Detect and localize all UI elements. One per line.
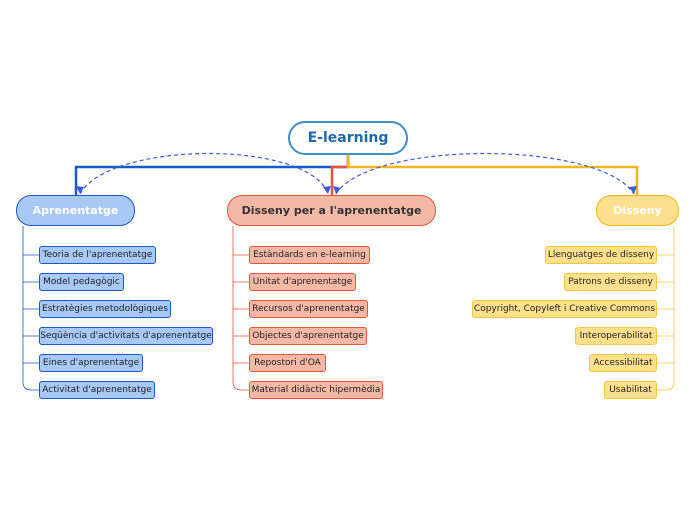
leaf-topic[interactable]: Repostori d'OA — [249, 354, 326, 372]
leaf-topic[interactable]: Seqüència d'activitats d'aprenentatge — [39, 327, 213, 345]
branch-aprenentatge[interactable]: Aprenentatge — [16, 195, 135, 226]
leaf-topic[interactable]: Eines d'aprenentatge — [39, 354, 143, 372]
leaf-topic[interactable]: Recursos d'aprenentatge — [249, 300, 368, 318]
leaf-topic[interactable]: Estratègies metodològiques — [39, 300, 171, 318]
central-topic[interactable]: E-learning — [288, 121, 408, 155]
leaf-topic[interactable]: Usabilitat — [604, 381, 657, 399]
branch-disseny-aprenentatge[interactable]: Disseny per a l'aprenentatge — [227, 195, 436, 226]
leaf-topic[interactable]: Estàndards en e-learning — [249, 246, 370, 264]
leaf-topic[interactable]: Copyright, Copyleft i Creative Commons — [472, 300, 657, 318]
leaf-topic[interactable]: Patrons de disseny — [564, 273, 657, 291]
leaf-topic[interactable]: Objectes d'aprenentatge — [249, 327, 367, 345]
leaf-topic[interactable]: Llenguatges de disseny — [545, 246, 657, 264]
leaf-topic[interactable]: Material didàctic hipermèdia — [249, 381, 383, 399]
leaf-topic[interactable]: Activitat d'aprenentatge — [39, 381, 155, 399]
leaf-topic[interactable]: Unitat d'aprenentatge — [249, 273, 356, 291]
leaf-topic[interactable]: Interoperabilitat — [575, 327, 657, 345]
leaf-topic[interactable]: Model pedagògic — [39, 273, 124, 291]
leaf-topic[interactable]: Accessibilitat — [589, 354, 657, 372]
branch-disseny[interactable]: Disseny — [596, 195, 679, 226]
leaf-topic[interactable]: Teoria de l'aprenentatge — [39, 246, 156, 264]
